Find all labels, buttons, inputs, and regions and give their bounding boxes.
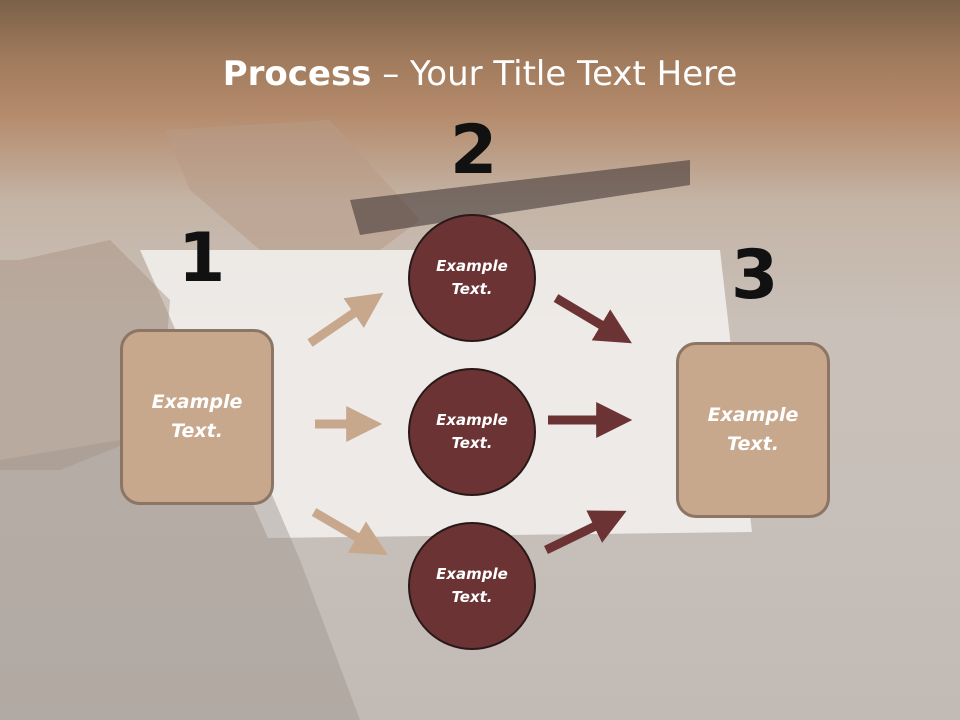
step-number-1: 1 <box>178 219 226 298</box>
step-number-2: 2 <box>450 111 498 190</box>
slide-title: Process – Your Title Text Here <box>0 54 960 94</box>
step-number-3: 3 <box>731 236 779 315</box>
arrow-bot-to-right <box>544 510 627 555</box>
arrow-top-to-right <box>553 294 632 344</box>
arrow-left-to-bot <box>311 508 388 556</box>
title-rest: – Your Title Text Here <box>371 54 738 94</box>
title-bold: Process <box>222 54 372 94</box>
arrow-left-to-top <box>307 292 384 347</box>
